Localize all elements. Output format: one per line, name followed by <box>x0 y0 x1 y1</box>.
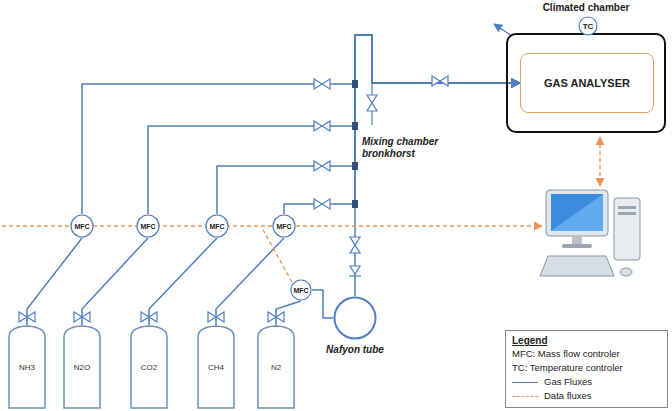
node-text: TC <box>583 22 594 31</box>
part-label: Mixing chamber bronkhorst <box>362 136 454 160</box>
circle-outline <box>206 215 228 237</box>
gas-cylinder: CH4 <box>197 325 235 409</box>
node-text: CH4 <box>208 363 224 372</box>
legend-line-sample <box>512 382 538 383</box>
gas-valves <box>19 76 448 322</box>
cylinder-outline <box>198 326 234 408</box>
gas-cylinder: N2 <box>257 325 295 409</box>
data-flux-lines <box>2 137 600 282</box>
screen-shine <box>551 194 603 231</box>
node-text: CO2 <box>141 363 157 372</box>
gas-line <box>82 238 148 325</box>
controller-circle: MFC <box>205 214 229 238</box>
gas-line <box>312 290 333 318</box>
node-text: GAS ANALYSER <box>544 77 630 89</box>
node-text: Climated chamber <box>488 2 672 14</box>
mouse <box>620 268 632 276</box>
valve-symbol <box>208 312 224 322</box>
legend-line-sample <box>512 396 538 397</box>
tube-coil <box>333 296 377 340</box>
cylinder-outline <box>64 326 100 408</box>
gas-line <box>284 35 520 214</box>
gas-line <box>355 35 520 296</box>
gas-cylinder: N2O <box>63 325 101 409</box>
monitor <box>546 190 608 236</box>
node-text: MFC <box>209 223 224 230</box>
junction-block <box>352 80 358 88</box>
nafyon-tube: Nafyon tube <box>333 296 377 340</box>
controller-circle: MFC <box>272 214 296 238</box>
valve-symbol <box>367 95 377 111</box>
node-text: Nafyon tube <box>325 344 385 356</box>
gas-analyser-box: GAS ANALYSER <box>520 53 654 113</box>
valve-symbol <box>314 121 330 131</box>
cylinder-outline <box>131 326 167 408</box>
tube-coil <box>335 298 376 339</box>
computer-icon <box>540 190 640 276</box>
valve-symbol <box>268 312 284 322</box>
tower <box>614 198 640 260</box>
valve-symbol <box>314 161 330 171</box>
circle-outline <box>71 215 93 237</box>
legend-row: TC: Temperature controler <box>512 361 661 375</box>
gas-line <box>216 238 284 325</box>
gas-line <box>217 35 520 214</box>
valve-symbol <box>19 312 35 322</box>
screen <box>551 194 603 231</box>
controller-circle: MFC <box>70 214 94 238</box>
controller-circle: MFC <box>136 214 160 238</box>
node-text: N2O <box>74 363 90 372</box>
monitor-stand <box>572 236 582 244</box>
legend-text: Data fluxes <box>544 390 592 401</box>
keyboard <box>540 256 614 276</box>
controller-circle: MFC <box>290 279 312 301</box>
gas-line <box>149 238 217 325</box>
node-text: MFC <box>140 223 155 230</box>
gas-cylinder: CO2 <box>130 325 168 409</box>
valve-symbol <box>432 76 448 86</box>
circle-outline <box>291 280 311 300</box>
gas-line <box>82 35 520 214</box>
monitor-base <box>562 244 592 248</box>
valve-symbol <box>74 312 90 322</box>
junction-blocks <box>352 80 358 208</box>
node-text: MFC <box>293 287 308 294</box>
controller-circle: TC <box>578 16 598 36</box>
node-text: MFC <box>74 223 89 230</box>
check-valve <box>349 275 361 276</box>
valve-symbol <box>314 79 330 89</box>
valve-symbol <box>350 237 360 253</box>
check-valve <box>350 266 360 274</box>
data-line <box>599 137 600 186</box>
legend-text: TC: Temperature controler <box>512 362 623 373</box>
drive-bay <box>618 212 636 215</box>
legend-title: Legend <box>512 334 661 347</box>
climated-chamber: Climated chamberTCGAS ANALYSER <box>506 33 666 133</box>
circle-outline <box>137 215 159 237</box>
gas-line <box>276 301 301 325</box>
legend-box: LegendMFC: Mass flow controlerTC: Temper… <box>505 330 668 408</box>
legend-text: MFC: Mass flow controler <box>512 348 620 359</box>
gas-cylinder: NH3 <box>8 325 46 409</box>
node-text: MFC <box>276 223 291 230</box>
valve-symbol <box>141 312 157 322</box>
junction-block <box>352 162 358 170</box>
circle-outline <box>579 17 597 35</box>
legend-row: Data fluxes <box>512 389 661 403</box>
cylinder-outline <box>9 326 45 408</box>
junction-block <box>352 122 358 130</box>
legend-row: MFC: Mass flow controler <box>512 347 661 361</box>
legend-row: Gas Fluxes <box>512 375 661 389</box>
valve-symbol <box>314 199 330 209</box>
node-text: N2 <box>271 363 281 372</box>
drive-bay <box>618 206 636 209</box>
junction-block <box>352 200 358 208</box>
legend-text: Gas Fluxes <box>544 376 592 387</box>
circle-outline <box>273 215 295 237</box>
cylinder-outline <box>258 326 294 408</box>
gas-line <box>148 35 520 214</box>
node-text: NH3 <box>19 363 35 372</box>
